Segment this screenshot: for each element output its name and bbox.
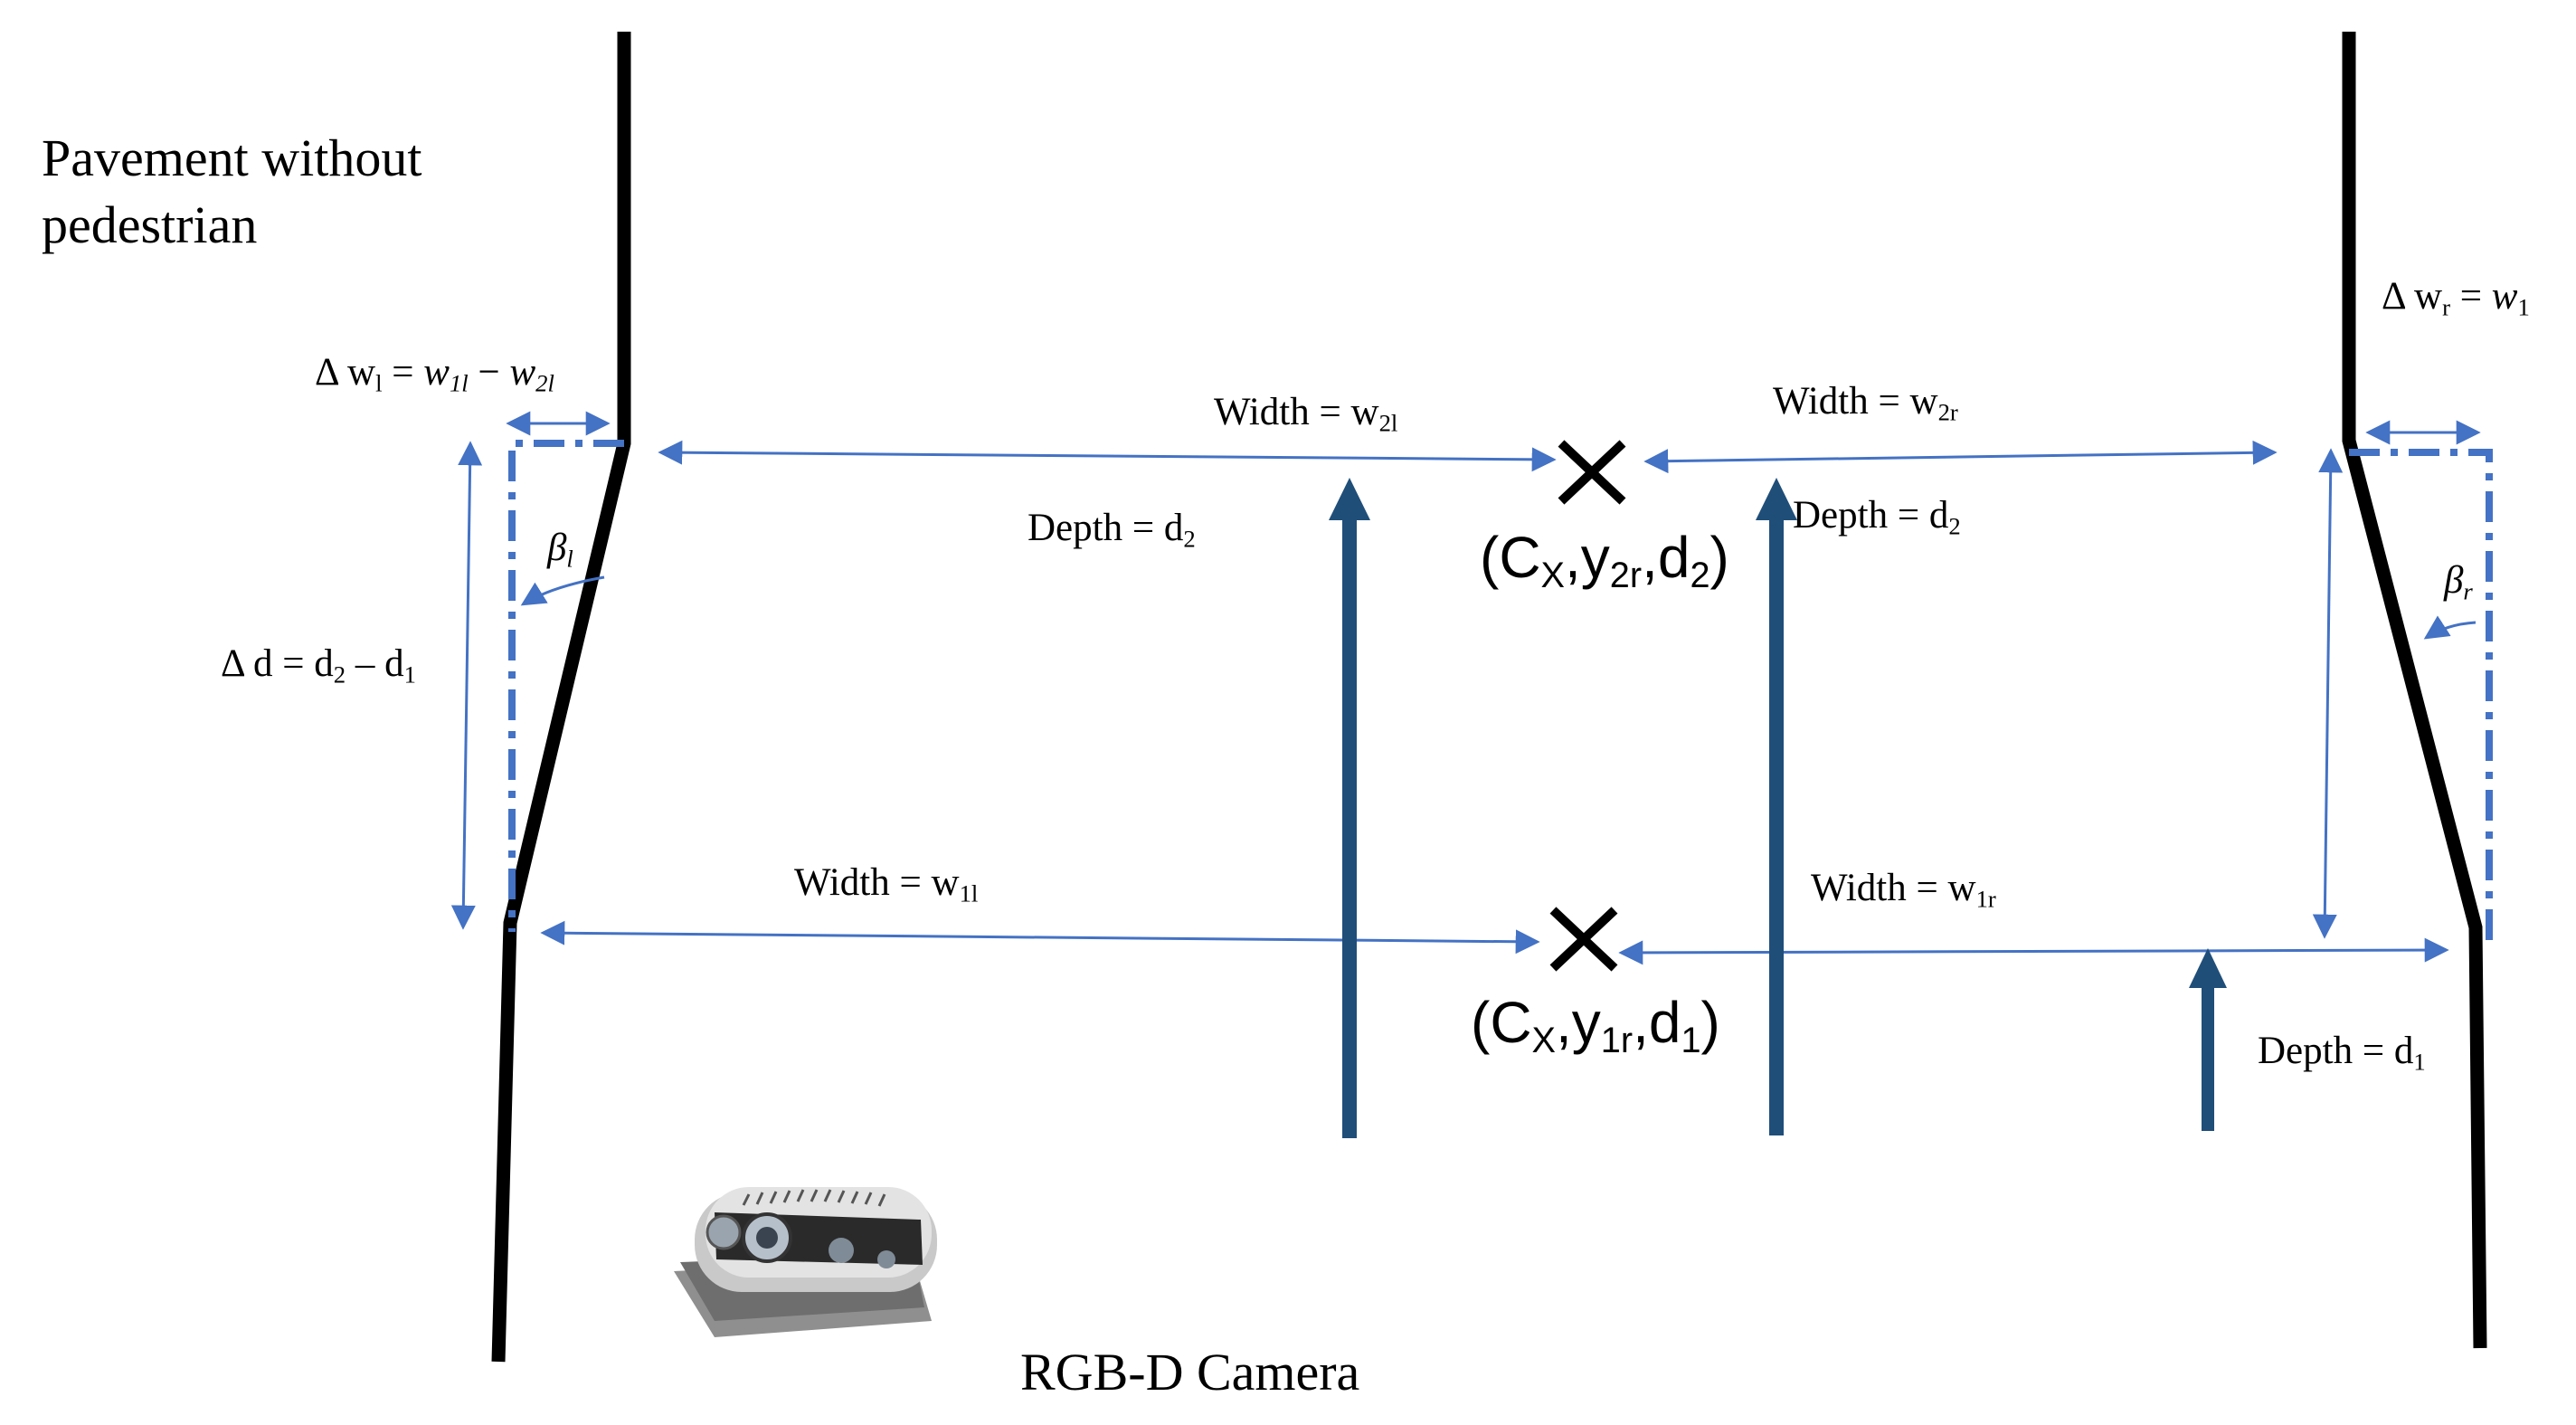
x-mark-icon xyxy=(1549,907,1618,972)
width-w2l-label: Width = w2l xyxy=(1214,391,1398,437)
depth-d1-arrow xyxy=(2189,948,2227,1131)
beta-left-curved-arrow xyxy=(520,575,605,606)
rgbd-camera-icon xyxy=(674,1187,937,1337)
depth-d2-left-arrow xyxy=(1329,478,1370,1138)
depth-d2-left-label: Depth = d2 xyxy=(1028,507,1196,553)
beta-right-label: βr xyxy=(2444,559,2473,605)
width-w1r-arrow xyxy=(1618,937,2449,965)
camera-label: RGB-D Camera xyxy=(1020,1343,1360,1401)
delta-d-left-arrow xyxy=(450,441,483,930)
depth-d1-label: Depth = d1 xyxy=(2258,1030,2426,1076)
x-mark-icon xyxy=(1558,440,1626,505)
width-w2l-arrow xyxy=(658,440,1557,472)
beta-right-curved-arrow xyxy=(2423,615,2477,640)
width-w2r-arrow xyxy=(1643,440,2278,474)
title-line-2: pedestrian xyxy=(42,195,258,254)
width-w1l-label: Width = w1l xyxy=(794,861,979,907)
title-line-1: Pavement without xyxy=(42,128,422,187)
right-reference-dashed-line xyxy=(2349,449,2493,941)
width-w2r-label: Width = w2r xyxy=(1773,380,1958,426)
right-curb-line xyxy=(2342,32,2487,1349)
width-w1l-arrow xyxy=(540,920,1540,955)
delta-d-label: Δ d = d2 – d1 xyxy=(221,642,416,689)
page-title: Pavement without pedestrian xyxy=(42,125,421,258)
delta-d-right-arrow xyxy=(2312,448,2344,939)
delta-w-right-label: Δ wr = w1 xyxy=(2382,275,2530,321)
point-top-label: (CX,y2r,d2) xyxy=(1480,525,1729,596)
width-w1r-label: Width = w1r xyxy=(1811,867,1996,913)
left-curb-line xyxy=(491,32,631,1363)
beta-left-label: βl xyxy=(547,527,573,573)
point-bottom-label: (CX,y1r,d1) xyxy=(1471,990,1720,1061)
depth-d2-right-label: Depth = d2 xyxy=(1793,494,1961,540)
left-reference-dashed-line xyxy=(508,440,624,932)
delta-w-left-label: Δ wl = w1l − w2l xyxy=(315,351,554,397)
depth-d2-right-arrow xyxy=(1756,478,1797,1135)
